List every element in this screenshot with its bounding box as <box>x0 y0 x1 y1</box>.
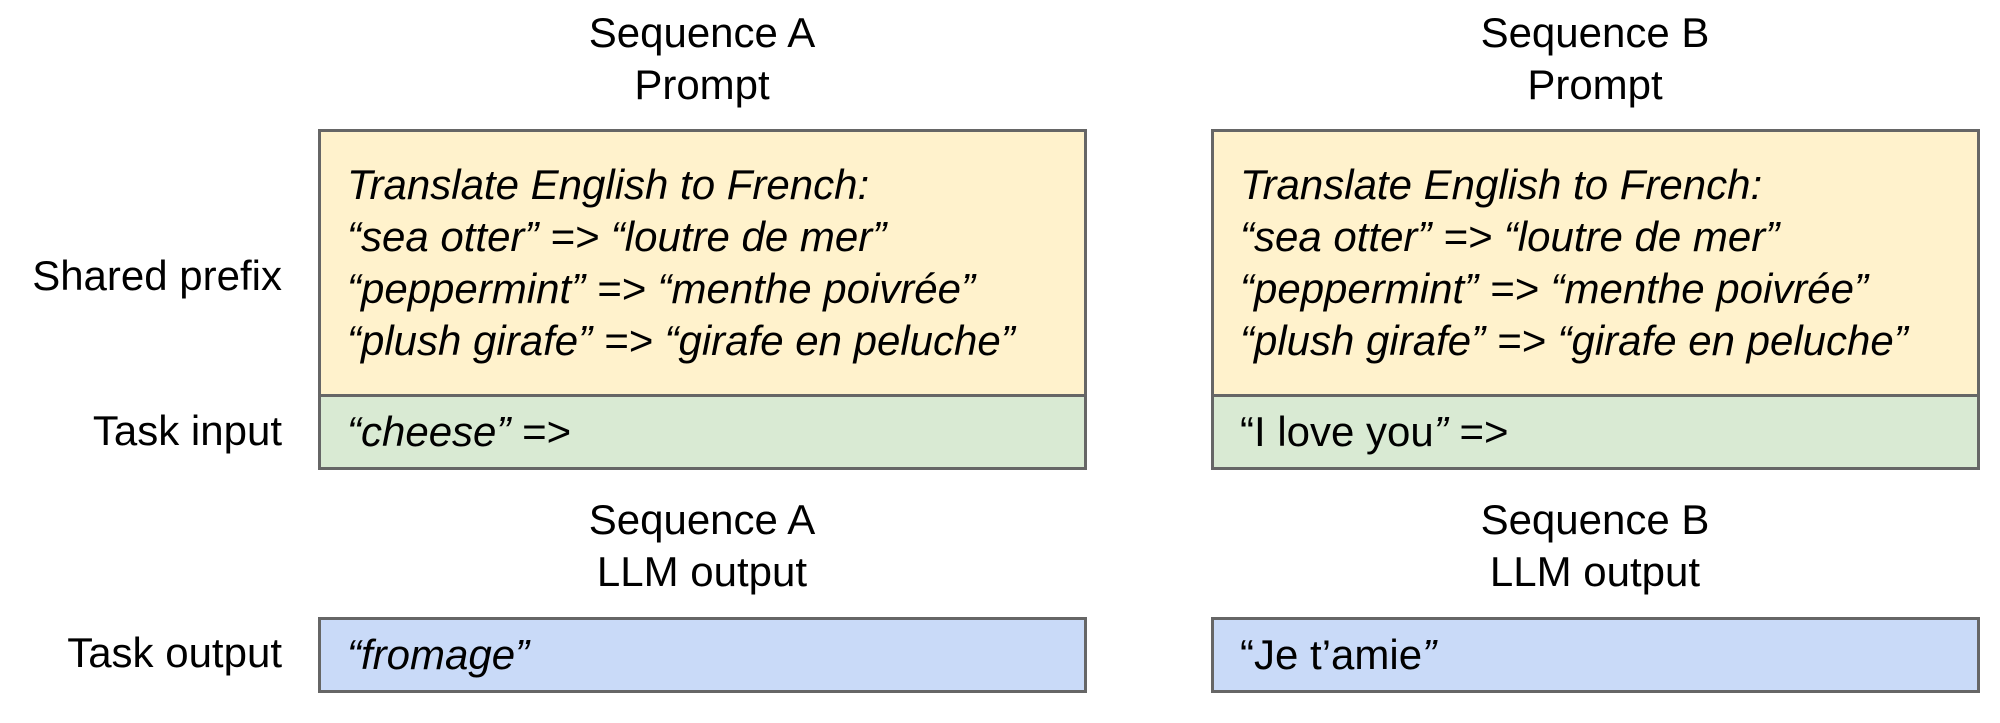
prefix-line-example-1: “sea otter” => “loutre de mer” <box>1240 213 1780 260</box>
sequence-b-task-output-open-quote: “ <box>1240 631 1254 678</box>
prefix-line-example-3: “plush girafe” => “girafe en peluche” <box>1240 317 1908 364</box>
sequence-b-task-output-text: Je t’amie <box>1254 631 1423 678</box>
prefix-line-example-1: “sea otter” => “loutre de mer” <box>347 213 887 260</box>
sequence-a-task-output-text: “fromage” <box>347 631 530 678</box>
sequence-a-prompt-title: Sequence A Prompt <box>318 7 1086 111</box>
sequence-b-task-input-box: “I love you” => <box>1211 394 1980 470</box>
sequence-a-task-output-box: “fromage” <box>318 617 1087 693</box>
sequence-a-output-title-line1: Sequence A <box>588 496 816 543</box>
sequence-b-task-input-text: I love you <box>1254 408 1434 455</box>
prefix-line-instruction: Translate English to French: <box>347 161 870 208</box>
sequence-b-task-input-close-quote: ” <box>1433 408 1448 455</box>
sequence-a-prompt-title-line1: Sequence A <box>588 9 816 56</box>
prefix-line-instruction: Translate English to French: <box>1240 161 1763 208</box>
sequence-a-output-title: Sequence A LLM output <box>318 494 1086 598</box>
sequence-a-output-title-line2: LLM output <box>596 548 808 595</box>
sequence-b-output-title-line1: Sequence B <box>1480 496 1710 543</box>
sequence-b-task-output-close-quote: ” <box>1422 631 1437 678</box>
sequence-b-output-title: Sequence B LLM output <box>1211 494 1979 598</box>
sequence-a-task-input-box: “cheese” => <box>318 394 1087 470</box>
sequence-b-task-input-open-quote: “ <box>1240 408 1254 455</box>
row-label-task-input: Task input <box>92 407 282 454</box>
prefix-line-example-3: “plush girafe” => “girafe en peluche” <box>347 317 1015 364</box>
row-label-task-output: Task output <box>67 629 282 676</box>
sequence-a-shared-prefix-box: Translate English to French: “sea otter”… <box>318 129 1087 396</box>
prefix-line-example-2: “peppermint” => “menthe poivrée” <box>347 265 975 312</box>
prefix-line-example-2: “peppermint” => “menthe poivrée” <box>1240 265 1868 312</box>
sequence-b-prompt-title: Sequence B Prompt <box>1211 7 1979 111</box>
row-label-shared-prefix: Shared prefix <box>32 252 282 299</box>
sequence-b-shared-prefix-box: Translate English to French: “sea otter”… <box>1211 129 1980 396</box>
sequence-a-task-input-quoted: “cheese” <box>347 408 511 455</box>
sequence-b-prompt-title-line2: Prompt <box>1527 61 1663 108</box>
sequence-a-prompt-title-line2: Prompt <box>634 61 770 108</box>
sequence-b-output-title-line2: LLM output <box>1489 548 1701 595</box>
sequence-b-prompt-title-line1: Sequence B <box>1480 9 1710 56</box>
sequence-b-task-output-box: “Je t’amie” <box>1211 617 1980 693</box>
sequence-a-task-input-arrow: => <box>510 408 572 455</box>
sequence-b-task-input-arrow: => <box>1447 408 1509 455</box>
